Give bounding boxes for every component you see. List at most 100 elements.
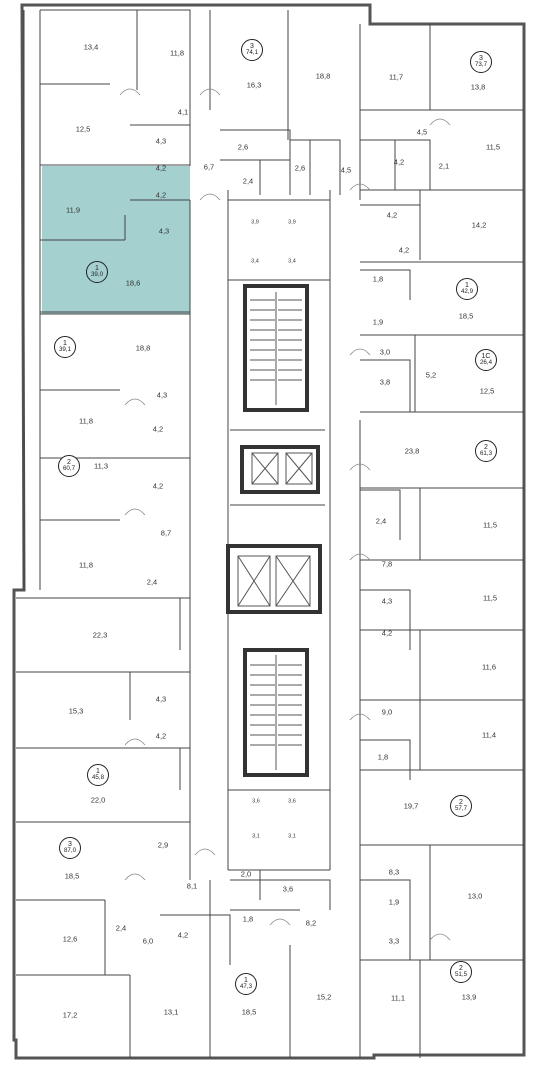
room-area: 6,7 (203, 162, 215, 172)
room-area: 1,8 (372, 274, 384, 284)
room-area: 1,8 (377, 752, 389, 762)
room-area: 2,6 (294, 163, 306, 173)
room-area: 2,6 (237, 142, 249, 152)
room-area: 18,5 (241, 1007, 257, 1017)
room-area: 11,3 (93, 461, 109, 471)
room-area: 2,4 (375, 516, 387, 526)
room-area: 18,8 (135, 343, 151, 353)
lift-core-bottom (226, 544, 322, 614)
room-area: 11,8 (78, 416, 94, 426)
room-area: 18,8 (315, 71, 331, 81)
room-area: 11,8 (169, 48, 185, 58)
core-room-area: 3,4 (288, 258, 296, 265)
right-wing-walls (359, 24, 524, 1058)
room-area: 12,5 (75, 124, 91, 134)
room-area: 4,2 (177, 930, 189, 940)
core-room-area: 3,6 (252, 798, 260, 805)
room-area: 13,4 (83, 42, 99, 52)
left-wing-walls (16, 9, 291, 1058)
room-area: 8,2 (305, 918, 317, 928)
room-area: 12,5 (479, 386, 495, 396)
room-area: 1,8 (242, 914, 254, 924)
room-area: 4,3 (381, 596, 393, 606)
room-area: 2,4 (242, 176, 254, 186)
room-area: 18,5 (458, 311, 474, 321)
door-arcs (119, 88, 451, 941)
room-area: 5,2 (425, 370, 437, 380)
room-area: 11,5 (482, 593, 498, 603)
room-area: 8,7 (160, 528, 172, 538)
room-area: 4,2 (155, 190, 167, 200)
room-area: 11,6 (481, 662, 497, 672)
room-area: 2,4 (115, 923, 127, 933)
core-room-area: 3,4 (251, 258, 259, 265)
room-area: 22,3 (92, 630, 108, 640)
room-area: 11,1 (390, 993, 406, 1003)
outer-wall (12, 3, 526, 1060)
room-area: 4,2 (393, 157, 405, 167)
room-area: 9,0 (381, 707, 393, 717)
room-area: 17,2 (62, 1010, 78, 1020)
room-area: 13,1 (163, 1007, 179, 1017)
room-area: 4,5 (340, 165, 352, 175)
lift-core-top (240, 445, 320, 494)
room-area: 4,1 (177, 107, 189, 117)
room-area: 8,1 (186, 881, 198, 891)
core-room-area: 3,6 (288, 798, 296, 805)
room-area: 13,0 (467, 891, 483, 901)
room-area: 11,8 (78, 560, 94, 570)
room-area: 4,2 (152, 424, 164, 434)
room-area: 12,6 (62, 934, 78, 944)
room-area: 18,6 (125, 278, 141, 288)
room-area: 11,5 (485, 142, 501, 152)
room-area: 8,3 (388, 867, 400, 877)
room-area: 3,0 (379, 347, 391, 357)
room-area: 1,9 (388, 897, 400, 907)
room-area: 4,3 (156, 390, 168, 400)
room-area: 4,3 (155, 694, 167, 704)
core-room-area: 3,1 (252, 833, 260, 840)
room-area: 23,8 (404, 446, 420, 456)
room-area: 4,3 (158, 226, 170, 236)
room-area: 4,5 (416, 127, 428, 137)
stair-treads (250, 292, 302, 770)
core-room-area: 3,9 (288, 219, 296, 226)
room-area: 3,6 (282, 884, 294, 894)
room-area: 18,5 (64, 871, 80, 881)
room-area: 11,5 (482, 520, 498, 530)
room-area: 3,3 (388, 936, 400, 946)
room-area: 2,0 (240, 869, 252, 879)
room-area: 1,9 (372, 317, 384, 327)
room-area: 13,8 (470, 82, 486, 92)
stair-core-top (243, 284, 309, 412)
room-area: 7,8 (381, 559, 393, 569)
room-area: 19,7 (403, 801, 419, 811)
room-area: 15,3 (68, 706, 84, 716)
lift-shafts (237, 452, 313, 607)
room-area: 14,2 (471, 220, 487, 230)
service-rooms (130, 124, 431, 965)
stair-core-bottom (243, 648, 309, 777)
room-area: 3,8 (379, 377, 391, 387)
room-area: 22,0 (90, 795, 106, 805)
room-area: 4,2 (155, 163, 167, 173)
core-room-area: 3,9 (251, 219, 259, 226)
room-area: 4,2 (381, 628, 393, 638)
room-area: 4,2 (152, 481, 164, 491)
room-area: 4,2 (398, 245, 410, 255)
room-area: 2,9 (157, 840, 169, 850)
room-area: 15,2 (316, 992, 332, 1002)
